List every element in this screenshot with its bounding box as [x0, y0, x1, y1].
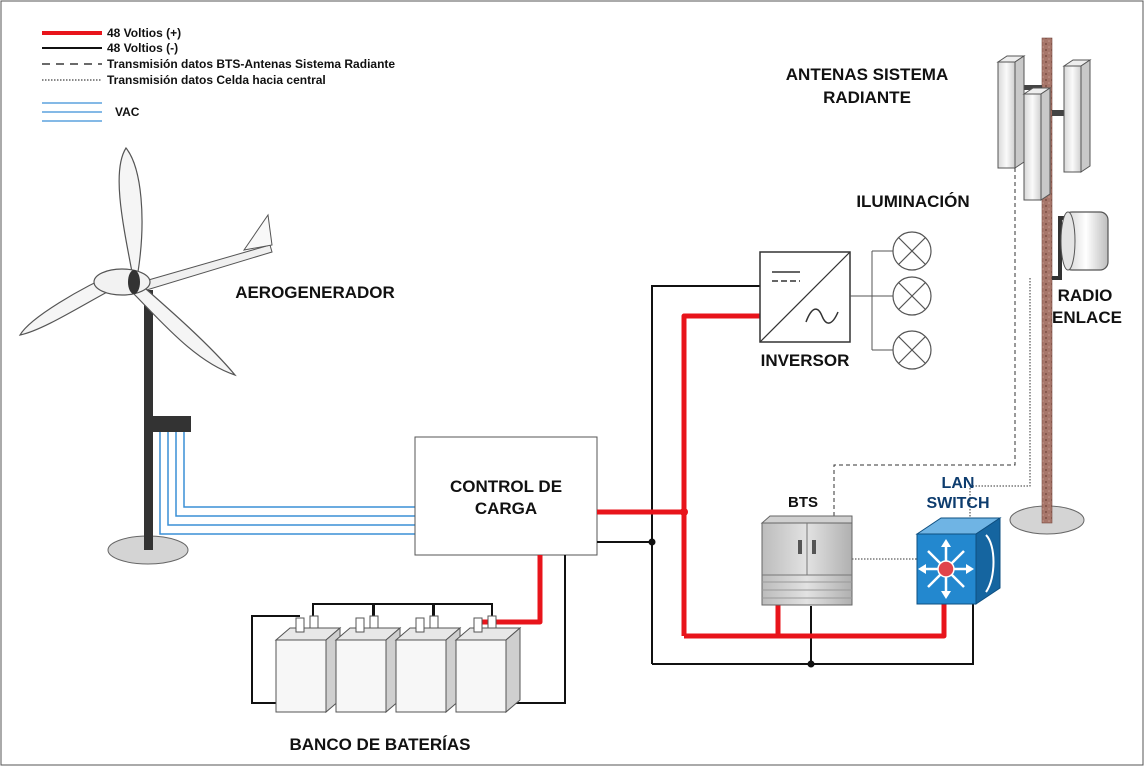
radio-link-label-line1: RADIO [1058, 286, 1113, 305]
antennas-label-line2: RADIANTE [823, 88, 911, 107]
dish-bracket [1052, 216, 1066, 280]
antenna-panel-2 [1062, 59, 1092, 173]
switch-center [937, 560, 955, 578]
antenna-panel-1 [996, 55, 1026, 169]
telecom-tower [1009, 37, 1085, 535]
bts-handle-right [812, 540, 816, 554]
lan-switch-icon: LAN SWITCH [915, 475, 1002, 605]
battery-link-2 [372, 603, 435, 616]
inverter-ac-wave-icon [805, 308, 839, 324]
antenna-mount-3 [1023, 85, 1042, 90]
lighting [892, 231, 932, 370]
vac-line-2 [167, 432, 415, 526]
battery-link-1 [312, 603, 375, 616]
battery-1 [274, 615, 342, 714]
legend-negative-label: 48 Voltios (-) [107, 41, 178, 55]
antennas-label-line1: ANTENAS SISTEMA [786, 65, 948, 84]
charge-controller: CONTROL DE CARGA [414, 436, 598, 556]
neg-junction-2 [807, 660, 815, 668]
radiant-antennas [996, 55, 1092, 201]
pos-to-battery [475, 555, 543, 632]
vac-line-4 [183, 432, 415, 508]
switch-side-arc [985, 534, 995, 593]
inverter: INVERSOR [759, 250, 893, 370]
turbine-blade-top [118, 146, 143, 273]
battery-bank-label: BANCO DE BATERÍAS [289, 735, 470, 754]
neg-bottom-bus [652, 598, 974, 665]
pos-bus-to-inverter [681, 313, 760, 636]
turbine-tail-fin [242, 213, 273, 251]
legend-vac-label: VAC [115, 105, 140, 119]
vac-wiring [159, 432, 415, 535]
inverter-diagonal [759, 251, 851, 343]
turbine-tower [144, 290, 153, 550]
turbine-hub [128, 270, 140, 294]
lan-switch-label-line2: SWITCH [926, 495, 989, 512]
neg-battery-loop [251, 555, 566, 704]
inverter-output-lines [850, 250, 893, 351]
bts-antenna-data-line [833, 168, 1016, 518]
radio-link-dish-icon [1052, 211, 1109, 280]
legend-positive-label: 48 Voltios (+) [107, 26, 181, 40]
battery-3 [394, 615, 462, 714]
lamp-icon-3 [892, 330, 932, 370]
tower-mast [1041, 37, 1053, 524]
wind-turbine-icon [18, 146, 273, 565]
charge-controller-box [414, 436, 598, 556]
bts-label: BTS [788, 494, 818, 511]
turbine-nacelle [93, 268, 151, 296]
battery-bank: BANCO DE BATERÍAS [274, 615, 522, 754]
wind-turbine-label: AEROGENERADOR [235, 283, 395, 302]
legend: 48 Voltios (+) 48 Voltios (-) Transmisió… [42, 26, 395, 122]
antenna-mount-2 [1052, 110, 1068, 116]
lamp-icon-2 [892, 276, 932, 316]
bts-cabinet-top [760, 515, 853, 524]
turbine-junction-box [153, 416, 191, 432]
neg-junction-1 [648, 538, 656, 546]
battery-2 [334, 615, 402, 714]
battery-4 [454, 615, 522, 714]
negative-wiring [251, 285, 974, 704]
charge-controller-label-line2: CARGA [475, 499, 537, 518]
pos-junction [680, 508, 688, 516]
neg-bus-to-inverter [651, 285, 760, 664]
vac-line-1 [159, 432, 415, 535]
radio-link-label-line2: ENLACE [1052, 308, 1122, 327]
lamp-icon-1 [892, 231, 932, 271]
turbine-blade-right [129, 281, 237, 377]
lighting-label: ILUMINACIÓN [856, 192, 969, 211]
inverter-label: INVERSOR [761, 351, 850, 370]
legend-cell-data-label: Transmisión datos Celda hacia central [107, 73, 326, 87]
charge-controller-label-line1: CONTROL DE [450, 477, 562, 496]
cell-to-central-data-line [969, 278, 1031, 536]
lan-switch-label-line1: LAN [942, 475, 975, 492]
pos-bottom-bus [684, 604, 947, 639]
antenna-panel-3 [1022, 87, 1052, 201]
legend-bts-data-label: Transmisión datos BTS-Antenas Sistema Ra… [107, 57, 395, 71]
bts-cabinet: BTS [760, 494, 853, 606]
vac-line-3 [175, 432, 415, 517]
battery-link-3 [432, 603, 493, 616]
bts-handle-left [798, 540, 802, 554]
dish-rim [1060, 211, 1076, 271]
